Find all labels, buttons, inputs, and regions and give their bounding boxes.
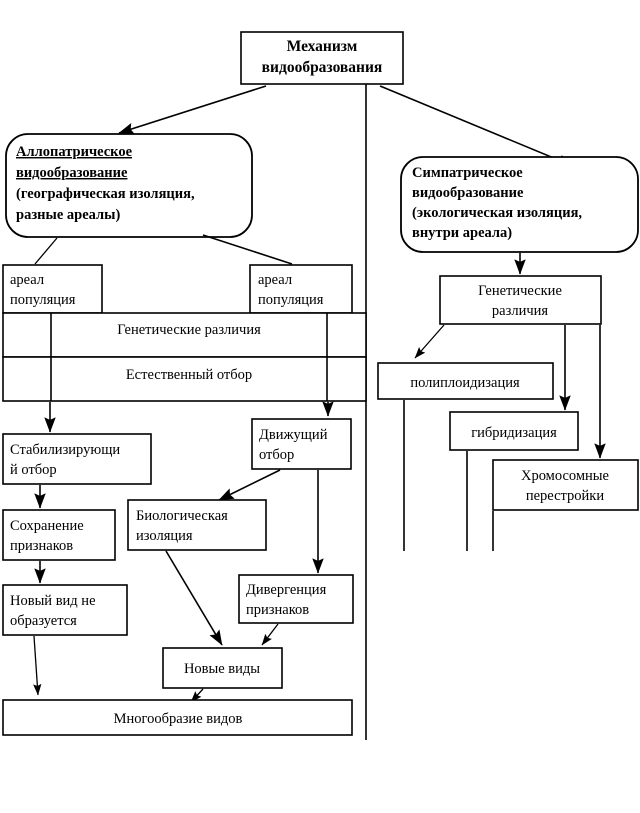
node-range-pop-right-box [249, 264, 353, 314]
node-allopatric-sub-line1: (географическая изоляция, [16, 186, 195, 202]
node-sympatric-heading-line2: видообразование [412, 185, 524, 201]
node-stabilizing-box [2, 433, 152, 485]
node-polyploidization-box [377, 362, 554, 400]
node-sympatric-heading-line1: Симпатрическое [412, 165, 523, 181]
node-allopatric-box [5, 133, 253, 238]
node-range-pop-left-line2: популяция [10, 292, 76, 308]
node-root-line2: видообразования [262, 59, 383, 76]
node-bio-isolation-line2: изоляция [136, 528, 193, 544]
node-allopatric-sub-line2: разные ареалы) [16, 207, 120, 223]
node-range-pop-right-line2: популяция [258, 292, 324, 308]
node-species-diversity-label: Многообразие видов [114, 711, 243, 727]
node-sympatric-sub-line2: внутри ареала) [412, 225, 512, 241]
edge-genetic-to-polyploidization [414, 324, 445, 359]
edge-bio-isolation-to-new-species [165, 550, 223, 646]
edge-driving-to-bio-isolation [218, 469, 281, 501]
edge-root-to-sympatric [379, 85, 574, 167]
node-root-line1: Механизм [287, 38, 358, 55]
edge-allopatric-to-range-left [34, 237, 58, 265]
node-allopatric-heading-line1: Аллопатрическое [16, 144, 133, 160]
node-bio-isolation-box [127, 499, 267, 551]
node-chromosomal-line1: Хромосомные [521, 468, 609, 484]
node-divergence-line2: признаков [246, 602, 309, 618]
node-sympatric-sub-line1: (экологическая изоляция, [412, 205, 582, 221]
node-range-pop-right-line1: ареал [258, 272, 292, 288]
node-genetic-diff-right-line1: Генетические [478, 283, 562, 299]
node-natural-selection-band-box [2, 356, 367, 402]
node-range-pop-left-line1: ареал [10, 272, 44, 288]
node-trait-conservation-line2: признаков [10, 538, 73, 554]
node-divergence-line1: Дивергенция [246, 582, 327, 598]
node-driving-box [251, 418, 352, 470]
node-genetic-diff-band-box [2, 312, 367, 358]
node-species-diversity-box [2, 699, 353, 736]
node-genetic-diff-right-line2: различия [492, 303, 548, 319]
edge-root-to-allopatric [118, 85, 267, 135]
node-trait-conservation-line1: Сохранение [10, 518, 84, 534]
edge-divergence-to-new-species [261, 623, 279, 646]
node-driving-line1: Движущий [259, 427, 328, 443]
node-stabilizing-line1: Стабилизирующи [10, 442, 120, 458]
node-trait-conservation-box [2, 509, 116, 561]
node-new-species-box [162, 647, 283, 689]
node-chromosomal-box [492, 459, 639, 511]
node-genetic-diff-band-label: Генетические различия [117, 322, 261, 338]
node-no-new-species-line2: образуется [10, 613, 77, 629]
node-bio-isolation-line1: Биологическая [136, 508, 228, 524]
node-stabilizing-line2: й отбор [10, 462, 57, 478]
node-hybridization-box [449, 411, 579, 451]
node-hybridization-label: гибридизация [471, 425, 557, 441]
node-chromosomal-line2: перестройки [526, 488, 604, 504]
node-driving-line2: отбор [259, 447, 294, 463]
node-natural-selection-band-label: Естественный отбор [126, 367, 252, 383]
node-genetic-diff-right-box [439, 275, 602, 325]
node-allopatric-heading-line2: видообразование [16, 165, 128, 181]
node-divergence-box [238, 574, 354, 624]
node-sympatric-box [400, 156, 639, 253]
node-no-new-species-line1: Новый вид не [10, 593, 96, 609]
edge-allopatric-to-range-right [202, 234, 293, 265]
node-new-species-label: Новые виды [184, 661, 260, 677]
node-no-new-species-box [2, 584, 128, 636]
edge-no-new-species-to-diversity [33, 635, 42, 696]
node-polyploidization-label: полиплоидизация [410, 375, 520, 391]
node-root-box [240, 31, 404, 85]
